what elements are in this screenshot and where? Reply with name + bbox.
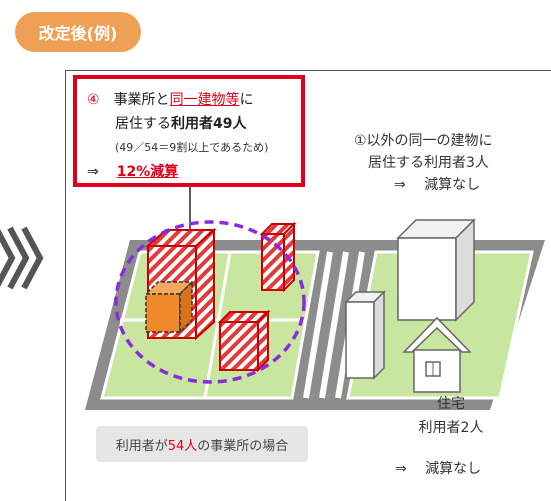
- callout-text-after: に: [239, 92, 254, 108]
- callout-line2: 居住する利用者49人: [115, 113, 246, 133]
- other-building-small: [344, 290, 386, 380]
- house-title: 住宅: [437, 396, 465, 412]
- house-result-line: ⇒ 減算なし: [395, 458, 481, 478]
- house-users: 利用者2人: [418, 420, 484, 436]
- case-prefix: 利用者が: [115, 438, 168, 454]
- callout-number: ④: [87, 92, 100, 108]
- diagram-panel: [65, 70, 551, 501]
- other-line1: ①以外の同一の建物に: [354, 133, 493, 149]
- callout-highlight: 同一建物等: [169, 92, 240, 108]
- other-line2: 居住する利用者3人: [368, 155, 489, 171]
- house-arrow: ⇒: [395, 461, 407, 477]
- badge-label: 改定後(例): [38, 24, 118, 43]
- other-result-line: ⇒ 減算なし: [354, 174, 551, 196]
- house-icon: [402, 316, 472, 393]
- other-building-large: [396, 218, 476, 322]
- other-building-label: ①以外の同一の建物に 居住する利用者3人 ⇒ 減算なし: [354, 130, 551, 196]
- case-suffix: の事業所の場合: [197, 438, 289, 454]
- scene-illustration: [0, 186, 545, 410]
- same-building-callout: ④ 事業所と同一建物等に 居住する利用者49人 (49／54＝9割以上であるため)…: [73, 75, 305, 187]
- callout-reason: (49／54＝9割以上であるため): [115, 141, 269, 154]
- case-users-count: 54人: [167, 438, 198, 454]
- other-result: 減算なし: [424, 177, 481, 193]
- callout-arrow: ⇒: [87, 164, 99, 180]
- callout-line2-prefix: 居住する: [115, 116, 171, 132]
- callout-result-line: ⇒ 12%減算: [87, 161, 178, 181]
- same-premises-circle: [114, 220, 306, 384]
- same-building-front: [217, 309, 271, 373]
- callout-users: 利用者49人: [171, 116, 247, 132]
- callout-line1: ④ 事業所と同一建物等に: [87, 89, 254, 109]
- after-revision-badge: 改定後(例): [15, 12, 141, 52]
- callout-text-before: 事業所と: [113, 92, 170, 108]
- house-label: 住宅 利用者2人: [406, 392, 496, 440]
- house-result: 減算なし: [425, 461, 482, 477]
- callout-result: 12%減算: [116, 164, 179, 180]
- chevron-arrows-icon: [0, 226, 50, 290]
- office-building: [144, 280, 194, 334]
- other-arrow: ⇒: [394, 177, 406, 193]
